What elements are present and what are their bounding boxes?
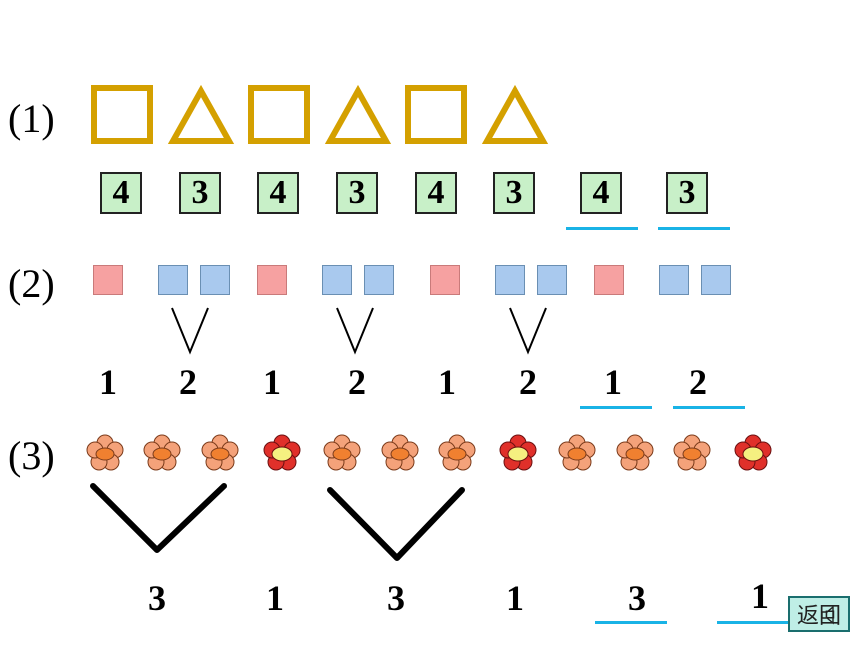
count-number: 1 bbox=[438, 362, 456, 402]
square-shape bbox=[405, 85, 467, 144]
answer-number: 3 bbox=[628, 578, 646, 618]
group-bracket bbox=[327, 487, 465, 561]
answer-blank-line bbox=[566, 227, 638, 230]
blue-square bbox=[701, 265, 731, 295]
group-bracket bbox=[509, 307, 547, 355]
count-number: 1 bbox=[266, 578, 284, 618]
group-bracket bbox=[171, 307, 209, 355]
count-number: 3 bbox=[387, 578, 405, 618]
count-box: 4 bbox=[257, 172, 299, 214]
group-bracket bbox=[336, 307, 374, 355]
red-flower-icon bbox=[499, 434, 537, 471]
orange-flower-icon bbox=[86, 434, 124, 471]
count-number: 1 bbox=[99, 362, 117, 402]
blue-square bbox=[659, 265, 689, 295]
blue-square bbox=[158, 265, 188, 295]
blue-square bbox=[200, 265, 230, 295]
answer-number: 1 bbox=[604, 362, 622, 402]
answer-number: 1 bbox=[751, 576, 769, 616]
pink-square bbox=[257, 265, 287, 295]
count-box: 3 bbox=[336, 172, 378, 214]
square-shape bbox=[91, 85, 153, 144]
answer-box: 4 bbox=[580, 172, 622, 214]
triangle-shape bbox=[167, 84, 235, 144]
speaker-icon bbox=[821, 605, 834, 625]
blue-square bbox=[322, 265, 352, 295]
part-3-label: (3) bbox=[8, 433, 55, 478]
count-box: 4 bbox=[415, 172, 457, 214]
part-2-label: (2) bbox=[8, 261, 55, 306]
orange-flower-icon bbox=[438, 434, 476, 471]
answer-box: 3 bbox=[666, 172, 708, 214]
blue-square bbox=[537, 265, 567, 295]
pink-square bbox=[430, 265, 460, 295]
count-box: 3 bbox=[493, 172, 535, 214]
orange-flower-icon bbox=[673, 434, 711, 471]
flower-pattern bbox=[86, 434, 772, 471]
answer-blank-line bbox=[580, 406, 652, 409]
orange-flower-icon bbox=[616, 434, 654, 471]
pink-square bbox=[93, 265, 123, 295]
back-button[interactable]: 返回 bbox=[788, 596, 850, 632]
triangle-shape bbox=[481, 84, 549, 144]
count-number: 3 bbox=[148, 578, 166, 618]
answer-blank-line bbox=[658, 227, 730, 230]
blue-square bbox=[495, 265, 525, 295]
answer-blank-line bbox=[673, 406, 745, 409]
answer-blank-line bbox=[595, 621, 667, 624]
count-number: 2 bbox=[519, 362, 537, 402]
group-bracket bbox=[90, 483, 227, 553]
answer-blank-line bbox=[717, 621, 789, 624]
orange-flower-icon bbox=[143, 434, 181, 471]
count-number: 2 bbox=[179, 362, 197, 402]
shape-pattern bbox=[91, 84, 549, 144]
count-box: 3 bbox=[179, 172, 221, 214]
part-1-label: (1) bbox=[8, 96, 55, 141]
row3-group-brackets bbox=[90, 483, 465, 561]
count-number: 2 bbox=[348, 362, 366, 402]
row2-group-brackets bbox=[171, 307, 547, 355]
blue-square bbox=[364, 265, 394, 295]
count-number: 1 bbox=[506, 578, 524, 618]
red-flower-icon bbox=[263, 434, 301, 471]
orange-flower-icon bbox=[558, 434, 596, 471]
triangle-shape bbox=[324, 84, 392, 144]
orange-flower-icon bbox=[201, 434, 239, 471]
orange-flower-icon bbox=[323, 434, 361, 471]
red-flower-icon bbox=[734, 434, 772, 471]
orange-flower-icon bbox=[381, 434, 419, 471]
count-box: 4 bbox=[100, 172, 142, 214]
pink-square bbox=[594, 265, 624, 295]
square-shape bbox=[248, 85, 310, 144]
count-number: 1 bbox=[263, 362, 281, 402]
answer-number: 2 bbox=[689, 362, 707, 402]
